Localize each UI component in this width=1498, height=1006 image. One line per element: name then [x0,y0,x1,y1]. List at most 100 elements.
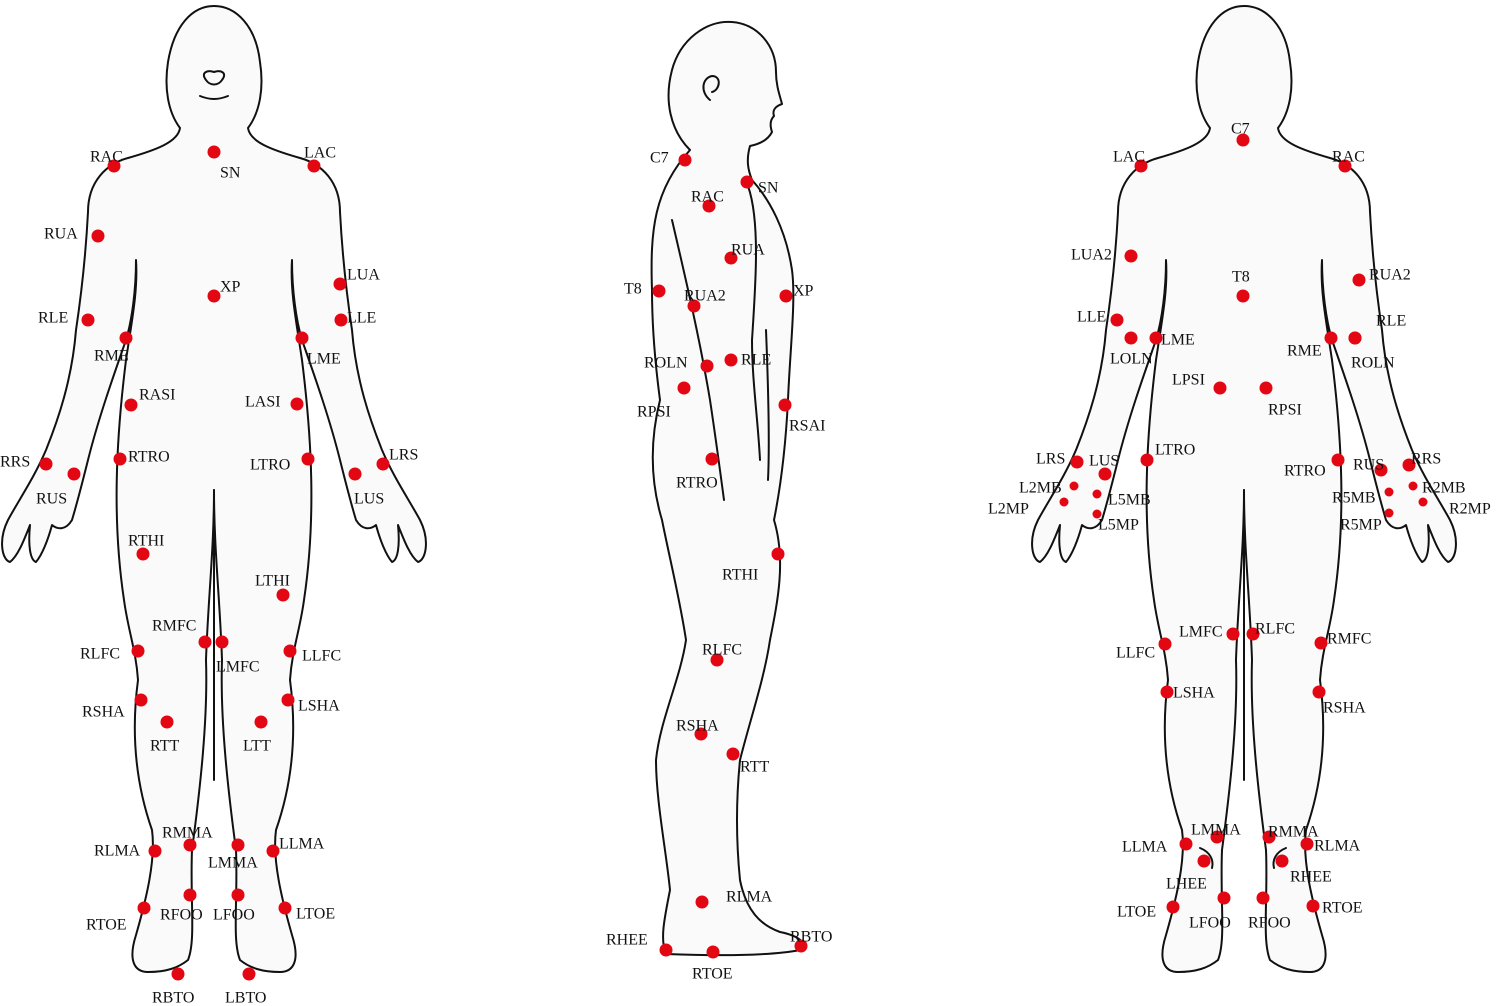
back-marker-label-lle: LLE [1077,309,1106,326]
back-marker-label-rme: RME [1287,343,1322,360]
front-marker-dot-ltro [301,452,315,466]
front-marker-lua: LUA [333,267,380,291]
back-marker-dot-ltoe [1166,900,1180,914]
back-marker-label-r2mb: R2MB [1422,480,1466,497]
back-marker-dot-loln [1124,331,1138,345]
back-marker-dot-r2mp [1418,497,1428,507]
back-marker-rrs: RRS [1402,451,1441,472]
back-marker-label-r5mp: R5MP [1340,517,1382,534]
front-marker-label-rfoo: RFOO [160,907,203,924]
back-marker-dot-rsha [1312,685,1326,699]
back-marker-label-rus: RUS [1353,457,1384,474]
side-marker-label-rbto: RBTO [790,929,832,946]
back-marker-label-lua2: LUA2 [1071,247,1112,264]
back-marker-loln: LOLN [1110,331,1153,368]
back-marker-label-rmma: RMMA [1268,824,1319,841]
back-marker-dot-rmfc [1314,636,1328,650]
front-marker-dot-lus [348,467,362,481]
front-marker-rbto: RBTO [152,967,194,1006]
side-marker-label-sn: SN [758,180,779,197]
back-marker-label-lus: LUS [1089,453,1119,470]
back-marker-label-lhee: LHEE [1166,876,1207,893]
side-marker-dot-rtro [705,452,719,466]
side-marker-label-rsha: RSHA [676,718,719,735]
front-marker-rac: RAC [90,149,123,173]
back-marker-label-rtro: RTRO [1284,463,1326,480]
back-marker-label-rfoo: RFOO [1248,915,1291,932]
front-marker-label-ltt: LTT [243,738,271,755]
back-marker-dot-rua2 [1352,273,1366,287]
back-marker-dot-rlfc [1246,627,1260,641]
front-marker-rtoe: RTOE [86,901,151,934]
front-marker-dot-lmfc [215,635,229,649]
back-marker-lac: LAC [1113,149,1148,173]
front-marker-label-rme: RME [94,348,129,365]
front-marker-label-lasi: LASI [245,394,281,411]
back-marker-label-l2mb: L2MB [1019,480,1062,497]
back-marker-t8: T8 [1232,269,1250,303]
side-marker-dot-rpsi [677,381,691,395]
back-marker-lmfc: LMFC [1179,624,1240,641]
front-marker-label-lua: LUA [347,267,380,284]
side-marker-dot-rsai [778,398,792,412]
front-marker-label-rasi: RASI [139,387,175,404]
front-marker-rsha: RSHA [82,693,148,721]
front-marker-dot-lrs [376,457,390,471]
side-marker-rlma: RLMA [695,889,773,909]
back-marker-rme: RME [1287,331,1338,360]
front-marker-rthi: RTHI [128,533,164,561]
front-marker-rlma: RLMA [94,843,162,860]
side-marker-dot-rtoe [706,945,720,959]
back-marker-dot-rlma [1300,837,1314,851]
back-marker-dot-l5mb [1092,489,1102,499]
front-marker-ltt: LTT [243,715,271,755]
back-marker-lpsi: LPSI [1172,372,1227,395]
side-marker-dot-rlfc [710,653,724,667]
front-marker-label-lme: LME [307,351,341,368]
front-marker-dot-rtro [113,452,127,466]
back-marker-r5mb: R5MB [1332,487,1394,507]
back-marker-label-rmfc: RMFC [1327,631,1371,648]
side-marker-label-rtt: RTT [740,759,769,776]
back-marker-label-ltoe: LTOE [1117,904,1156,921]
back-marker-label-rua2: RUA2 [1369,267,1411,284]
side-marker-dot-rua [724,251,738,265]
front-marker-dot-lasi [290,397,304,411]
side-marker-label-roln: ROLN [644,355,688,372]
back-marker-lme: LME [1149,331,1195,349]
front-marker-label-rus: RUS [36,491,67,508]
front-marker-label-xp: XP [220,279,241,296]
back-marker-dot-lrs [1070,455,1084,469]
back-marker-dot-r5mb [1384,487,1394,497]
back-marker-l2mp: L2MP [988,497,1069,518]
front-marker-lle: LLE [334,310,376,327]
side-marker-dot-rle [724,353,738,367]
front-marker-dot-rua [91,229,105,243]
side-marker-dot-rhee [659,943,673,957]
back-view [1031,5,1457,973]
front-marker-label-rle: RLE [38,310,68,327]
front-marker-rasi: RASI [124,387,175,412]
back-marker-dot-l2mb [1069,481,1079,491]
front-marker-rus: RUS [36,467,81,508]
back-marker-label-rlfc: RLFC [1255,621,1295,638]
front-marker-label-lrs: LRS [389,447,418,464]
front-marker-dot-rmfc [198,635,212,649]
back-marker-label-ltro: LTRO [1155,442,1195,459]
back-marker-rus: RUS [1353,457,1388,477]
back-marker-dot-r2mb [1408,481,1418,491]
front-marker-dot-llma [266,844,280,858]
back-marker-dot-lus [1098,467,1112,481]
side-marker-dot-rac [702,199,716,213]
back-marker-l5mb: L5MB [1092,489,1151,509]
front-marker-label-lsha: LSHA [298,698,340,715]
side-marker-label-rthi: RTHI [722,567,758,584]
side-marker-label-rlma: RLMA [726,889,773,906]
side-marker-c7: C7 [650,150,692,167]
back-marker-dot-lme [1149,331,1163,345]
front-marker-lus: LUS [348,467,384,508]
back-marker-rmma: RMMA [1262,824,1319,844]
front-marker-label-llfc: LLFC [302,648,341,665]
back-marker-dot-lhee [1197,854,1211,868]
back-marker-rua2: RUA2 [1352,267,1411,287]
